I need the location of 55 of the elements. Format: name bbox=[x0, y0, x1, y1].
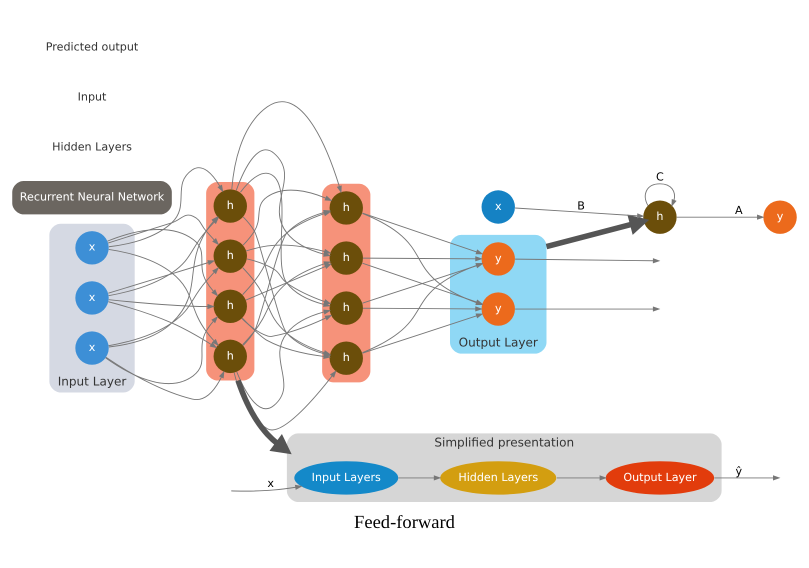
arrow bbox=[108, 266, 220, 346]
edge-label: B bbox=[577, 199, 585, 212]
arrow bbox=[644, 183, 677, 207]
label: Hidden Layers bbox=[52, 140, 132, 154]
arrow bbox=[362, 313, 484, 354]
node-circle: h bbox=[214, 290, 247, 323]
arrow bbox=[245, 264, 332, 301]
edge-label: C bbox=[656, 170, 664, 184]
edge-label: ŷ bbox=[735, 464, 742, 478]
arrow bbox=[105, 316, 218, 384]
arrow bbox=[108, 299, 215, 310]
arrow bbox=[514, 306, 660, 312]
caption: Feed-forward bbox=[354, 512, 455, 534]
arrow bbox=[676, 214, 764, 220]
arrow bbox=[514, 208, 645, 218]
node-circle: h bbox=[330, 241, 363, 275]
node-circle: y bbox=[763, 200, 797, 234]
edge-label: A bbox=[734, 204, 743, 218]
node-box: Recurrent Neural Network bbox=[12, 181, 172, 214]
arrow bbox=[362, 256, 483, 262]
arrow bbox=[108, 167, 224, 248]
edge-label: x bbox=[267, 476, 274, 490]
arrow bbox=[556, 475, 608, 481]
node-ellipse: Output Layer bbox=[606, 461, 714, 495]
arrow bbox=[514, 258, 660, 264]
node-circle: x bbox=[482, 190, 515, 224]
arrow bbox=[362, 306, 483, 312]
arrow bbox=[546, 214, 650, 250]
arrow bbox=[362, 212, 484, 254]
arrow bbox=[235, 380, 292, 454]
arrow bbox=[108, 249, 219, 346]
arrow bbox=[398, 475, 442, 481]
label: Input bbox=[78, 90, 106, 104]
node-circle: h bbox=[214, 239, 247, 273]
arrow bbox=[230, 484, 303, 492]
arrow bbox=[241, 314, 332, 337]
node-circle: x bbox=[75, 281, 109, 315]
node-circle: x bbox=[75, 231, 109, 265]
node-circle: y bbox=[482, 292, 515, 326]
arrow bbox=[714, 475, 780, 481]
node-circle: h bbox=[330, 191, 363, 225]
arrow bbox=[108, 260, 216, 294]
label: Predicted output bbox=[46, 40, 138, 54]
arrow bbox=[106, 356, 224, 400]
node-circle: h bbox=[643, 200, 677, 234]
node-ellipse: Hidden Layers bbox=[440, 461, 556, 495]
arrow bbox=[107, 229, 218, 296]
node-circle: h bbox=[214, 189, 247, 223]
arrow bbox=[231, 101, 342, 194]
arrow bbox=[108, 301, 218, 348]
node-circle: h bbox=[330, 291, 363, 325]
node-circle: y bbox=[482, 242, 515, 276]
node-circle: h bbox=[214, 340, 247, 374]
node-circle: x bbox=[75, 331, 109, 365]
node-circle: h bbox=[330, 342, 363, 375]
